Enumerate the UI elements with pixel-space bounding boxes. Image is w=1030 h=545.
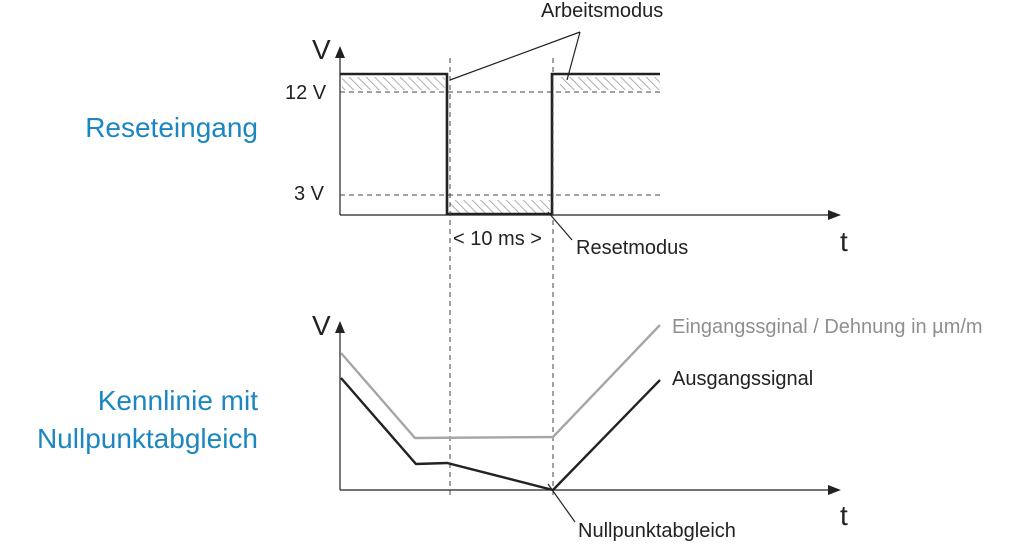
reset-input-signal: [340, 72, 660, 216]
duration-label: < 10 ms >: [453, 228, 542, 250]
bottom-y-axis-arrow: [335, 321, 345, 333]
section-label-characteristic-line1: Kennlinie mit: [97, 385, 258, 416]
tick-3v: 3 V: [294, 183, 325, 205]
reset-mode-annotation: Resetmodus: [576, 237, 689, 259]
work-zone-hatch-right: [560, 77, 660, 90]
tick-12v: 12 V: [285, 82, 327, 104]
top-y-axis-letter: V: [312, 34, 331, 65]
top-chart: [335, 31, 841, 495]
top-x-axis-arrow: [828, 210, 841, 220]
work-mode-annotation: Arbeitsmodus: [541, 0, 664, 22]
legend-input-signal: Eingangssginal / Dehnung in µm/m: [672, 316, 983, 338]
section-label-reset-input: Reseteingang: [85, 112, 258, 143]
output-signal-line: [340, 377, 661, 492]
section-label-characteristic-line2: Nullpunktabgleich: [36, 423, 258, 454]
top-x-axis-letter: t: [840, 226, 848, 257]
bottom-x-axis-letter: t: [840, 500, 848, 531]
work-zone-hatch-left: [342, 77, 445, 90]
zero-adjust-annotation: Nullpunktabgleich: [578, 520, 736, 542]
reset-zone-hatch: [450, 200, 550, 213]
legend-output-signal: Ausgangssignal: [672, 368, 814, 390]
bottom-chart: [335, 321, 841, 523]
reset-mode-leader: [547, 211, 573, 241]
work-mode-leader-left: [449, 31, 581, 81]
zero-adjust-leader: [547, 483, 576, 523]
top-y-axis-arrow: [335, 46, 345, 58]
input-signal-line: [340, 324, 661, 440]
bottom-y-axis-letter: V: [312, 310, 331, 341]
work-mode-leader-right: [566, 31, 581, 81]
bottom-x-axis-arrow: [828, 485, 841, 495]
